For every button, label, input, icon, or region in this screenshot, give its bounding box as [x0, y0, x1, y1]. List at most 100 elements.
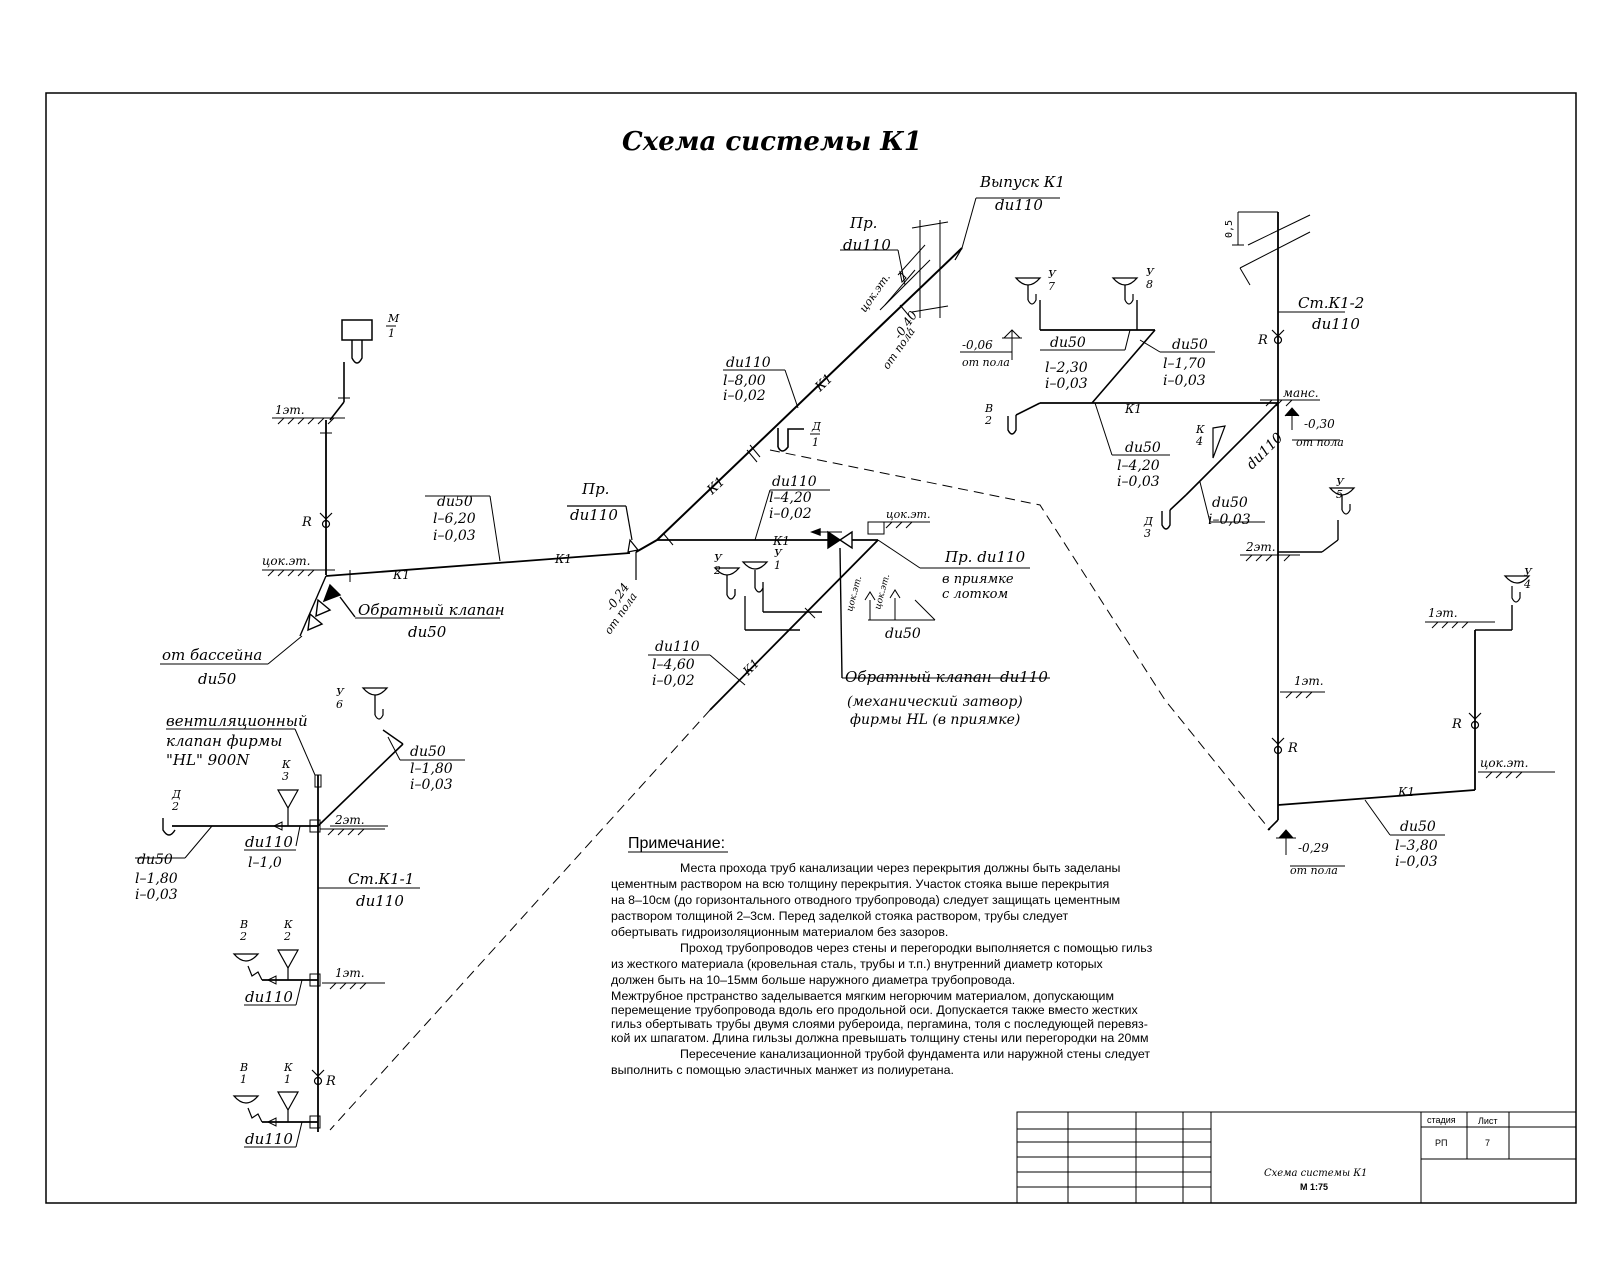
- pit-drain-cluster: [864, 589, 936, 621]
- vent-valve-label-1: вентиляционный: [166, 712, 308, 730]
- bath-b1-label: В: [239, 1061, 248, 1074]
- trap-d2-num: 2: [171, 800, 179, 813]
- pool-branch-diameter: du50: [437, 494, 473, 510]
- note-line: из жесткого материала (кровельная сталь,…: [611, 957, 1104, 971]
- bath-b2-label: В: [239, 918, 248, 931]
- check-valve-pool-label: Обратный клапан: [358, 601, 505, 619]
- pipe-label-k1-mid: К1: [772, 534, 790, 548]
- check-valve-pool-diameter: du50: [408, 623, 447, 641]
- floor-mark-1-farright: [1425, 621, 1495, 629]
- floor-level-tsok-top: цок.эт.: [857, 271, 893, 315]
- d3-branch-diameter: du50: [1212, 495, 1248, 511]
- floor2-branch-diameter: du110: [245, 833, 293, 851]
- sink-u2-label: У: [714, 552, 723, 565]
- note-line: кой их шпагатом. Длина гильзы должна пре…: [611, 1031, 1149, 1045]
- level-m030: -0,30: [1304, 417, 1335, 431]
- sink-u8-label: У: [1146, 266, 1155, 279]
- dim-05: 0,5: [1224, 220, 1235, 238]
- u8-branch-diameter: du50: [1172, 337, 1208, 353]
- level-m029-ref: от пола: [1290, 864, 1338, 877]
- note-line: цементным раствором на всю толщину перек…: [611, 877, 1109, 891]
- right-bottom-slope: i–0,03: [1395, 854, 1438, 870]
- floor-label-tsok-mid: цок.эт.: [886, 508, 930, 521]
- b2r-branch-diameter: du50: [1125, 440, 1161, 456]
- drain-k3-label: К: [281, 758, 291, 771]
- sink-u7-label: У: [1048, 268, 1057, 281]
- title-block-stage-value: РП: [1435, 1138, 1447, 1148]
- bath-b2r-num: 2: [984, 414, 992, 427]
- pool-branch-slope: i–0,03: [433, 528, 476, 544]
- sink-u8-num: 8: [1146, 278, 1153, 291]
- pit-pipe-diameter: du110: [655, 639, 700, 655]
- u7-branch-length: l–2,30: [1045, 360, 1088, 376]
- pit-pipe-slope: i–0,02: [652, 673, 695, 689]
- pit-cleanout-label: Пр. du110: [944, 548, 1026, 566]
- floor-label-1-left: 1эт.: [275, 403, 305, 417]
- title-block-stage-label: стадия: [1427, 1115, 1456, 1125]
- title-block-drawing-name: Схема системы К1: [1264, 1168, 1367, 1179]
- sink-u1-num: 1: [774, 559, 781, 572]
- b2r-branch-length: l–4,20: [1117, 458, 1160, 474]
- u8-branch-length: l–1,70: [1163, 356, 1206, 372]
- sheet-frame: [45, 92, 1577, 1204]
- floor-label-1-right: 1эт.: [1294, 674, 1324, 688]
- floor-mark-1-right: [1280, 691, 1325, 699]
- note-line: Места прохода труб канализации через пер…: [680, 861, 1120, 875]
- floor-label-tsok-farright: цок.эт.: [1480, 756, 1529, 770]
- riser-2-label: Ст.К1-2: [1298, 294, 1364, 312]
- revision-r-left: R: [301, 515, 312, 530]
- fixture-m1-num: 1: [388, 327, 395, 340]
- d2-branch-length: l–1,80: [135, 871, 178, 887]
- pit-pipe-length: l–4,60: [652, 657, 695, 673]
- trap-d3-num: 3: [1144, 527, 1151, 540]
- note-line: обертывать гидроизоляционным материалом …: [611, 925, 948, 939]
- wall-section: [879, 220, 949, 318]
- title-block-sheet-value: 7: [1485, 1138, 1490, 1148]
- mid-branch-slope: i–0,02: [769, 506, 812, 522]
- floor-mark-2-left: [320, 828, 385, 836]
- drain-k1-num: 1: [284, 1073, 291, 1086]
- floor1-branch-diameter: du110: [245, 988, 293, 1006]
- note-line: Пересечение канализационной трубой фунда…: [680, 1047, 1150, 1061]
- right-bottom-diameter: du50: [1400, 819, 1436, 835]
- floor-2-left-branch: [135, 789, 388, 859]
- vent-valve-label-2: клапан фирмы: [166, 732, 282, 750]
- drain-k2-label: К: [283, 918, 293, 931]
- cleanout-mid: [567, 505, 658, 580]
- note-line: должен быть на 10–15мм больше наружного …: [611, 973, 1015, 987]
- drain-k4-num: 4: [1195, 435, 1203, 448]
- revision-r-right-mid: R: [1287, 741, 1298, 756]
- sink-u6-num: 6: [336, 698, 343, 711]
- right-diagonal-branch: [1161, 402, 1279, 530]
- notes-heading: Примечание:: [628, 835, 725, 852]
- check-valve-hl-note-2: фирмы HL (в приямке): [850, 712, 1020, 728]
- note-line: на 8–10см (до горизонтального отводного …: [611, 893, 1120, 907]
- u6-branch-diameter: du50: [410, 744, 446, 760]
- title-block: [1016, 1111, 1577, 1204]
- pipe-label-k1-main: К1: [812, 371, 836, 395]
- trap-d1: [777, 428, 804, 452]
- floor-mark-1-left-b: [322, 982, 385, 990]
- level-m030-ref: от пола: [1296, 436, 1344, 449]
- d2-branch-slope: i–0,03: [135, 887, 178, 903]
- basement-branch-diameter: du110: [245, 1130, 293, 1148]
- u7-branch-diameter: du50: [1050, 335, 1086, 351]
- note-line: Проход трубопроводов через стены и перег…: [680, 941, 1153, 955]
- check-valve-pool: [299, 575, 356, 637]
- revision-r-farright: R: [1451, 717, 1462, 732]
- vent-valve-label-3: "HL" 900N: [166, 751, 250, 769]
- trap-d2-label: Д: [171, 788, 182, 801]
- d3-branch-slope: i–0,03: [1208, 512, 1251, 528]
- pit-drain-label-1: цок.эт.: [845, 575, 864, 613]
- revision-r-left-bottom: R: [325, 1074, 336, 1089]
- floor-mark-tsok-left: [262, 569, 335, 577]
- cleanout-top: [840, 249, 907, 286]
- check-valve-hl-label: Обратный клапан: [845, 668, 992, 686]
- from-pool-label: от бассейна: [162, 646, 262, 664]
- drain-k2-num: 2: [283, 930, 291, 943]
- check-valve-hl-diameter: du110: [1000, 668, 1048, 686]
- floor-label-mans: манс.: [1283, 386, 1319, 400]
- floor-label-1-left-b: 1эт.: [335, 966, 365, 980]
- check-valve-mid: [810, 521, 885, 679]
